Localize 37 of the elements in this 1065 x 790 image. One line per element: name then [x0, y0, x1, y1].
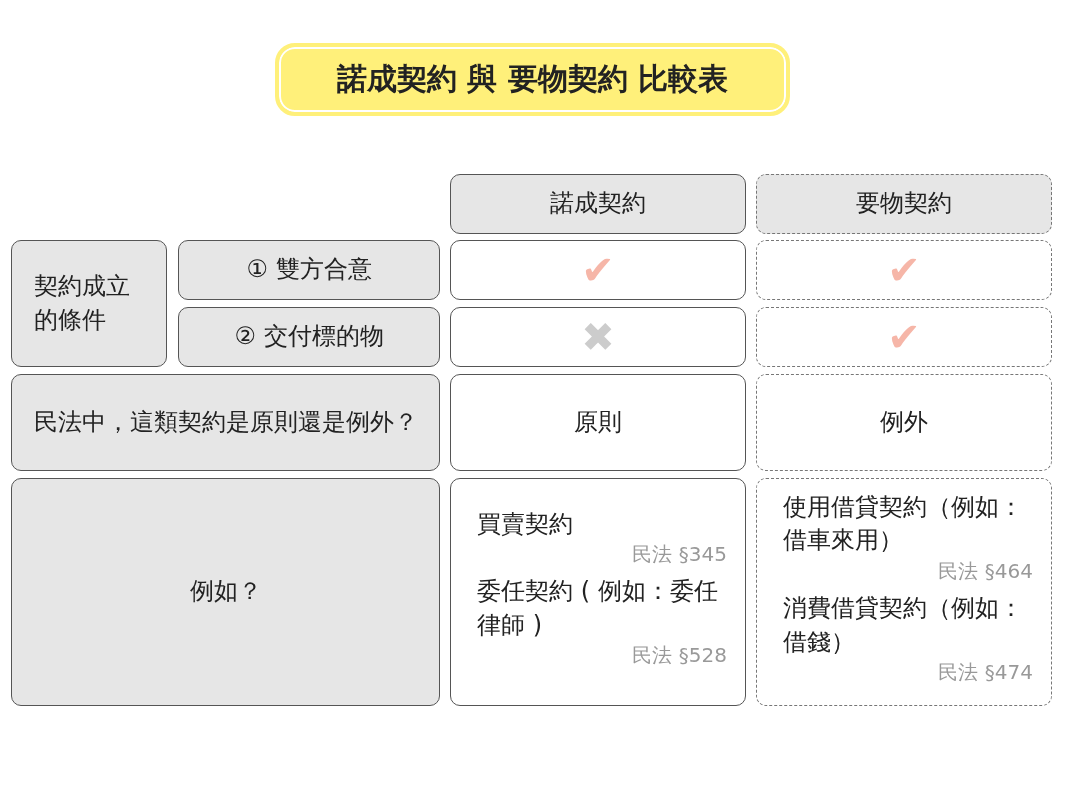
- law-reference: 民法 §345: [631, 541, 727, 568]
- cell-text: 例如？: [188, 576, 263, 608]
- contract-type: 委任契約 ( 例如：委任律師 ): [477, 576, 719, 641]
- row-header: [11, 374, 440, 471]
- contract-type: 買賣契約: [477, 508, 574, 540]
- column-header: [756, 174, 1052, 234]
- title: 諾成契約 與 要物契約 比較表: [336, 60, 729, 98]
- law-reference: 民法 §474: [937, 659, 1033, 686]
- row-header: [178, 307, 440, 367]
- row-header: [178, 240, 440, 300]
- mark-symbol: ✖: [580, 317, 616, 357]
- row-header: [11, 240, 167, 367]
- mark-symbol: ✔: [886, 250, 922, 290]
- cell-text: 原則: [573, 406, 623, 438]
- cell-text: 例外: [879, 406, 929, 438]
- mark-cell: [756, 240, 1052, 300]
- mark-symbol: ✔: [886, 317, 922, 357]
- column-header: [450, 174, 746, 234]
- table-cell: [756, 374, 1052, 471]
- cell-text: 契約成立的條件: [34, 270, 131, 336]
- table-cell: [450, 478, 746, 706]
- cell-text: 諾成契約: [549, 188, 647, 220]
- contract-type: 使用借貸契約（例如：借車來用）: [783, 491, 1024, 557]
- table-cell: [756, 478, 1052, 706]
- cell-text: ② 交付標的物: [233, 321, 385, 353]
- table-cell: [450, 374, 746, 471]
- law-reference: 民法 §464: [937, 558, 1033, 584]
- mark-cell: [450, 307, 746, 367]
- mark-cell: [756, 307, 1052, 367]
- mark-cell: [450, 240, 746, 300]
- cell-text: ① 雙方合意: [245, 254, 373, 286]
- cell-text: 要物契約: [855, 188, 953, 220]
- contract-type: 消費借貸契約（例如：借錢）: [783, 593, 1024, 658]
- row-header: [11, 478, 440, 706]
- law-reference: 民法 §528: [631, 642, 727, 669]
- cell-text: 民法中，這類契約是原則還是例外？: [34, 406, 419, 438]
- mark-symbol: ✔: [580, 250, 616, 290]
